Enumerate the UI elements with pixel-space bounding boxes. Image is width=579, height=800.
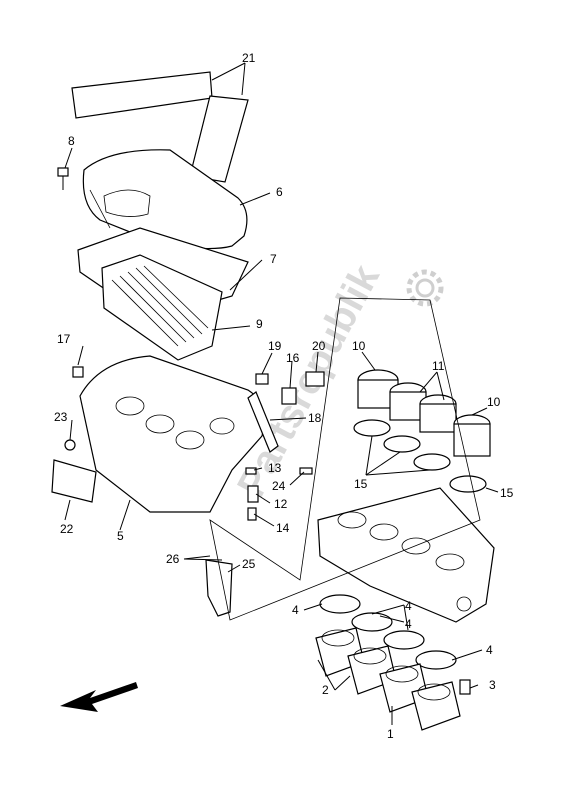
callout-5: 5: [117, 529, 124, 543]
callout-labels: 21 8 6 7 9 17 19 20 10 16 11 10 23 18 13…: [54, 51, 514, 741]
callout-10-left: 10: [352, 339, 366, 353]
callout-10-right: 10: [487, 395, 501, 409]
callout-4-b: 4: [405, 599, 412, 613]
callout-3: 3: [489, 678, 496, 692]
callout-26: 26: [166, 552, 180, 566]
callout-4-a: 4: [292, 603, 299, 617]
plug-14: [247, 507, 257, 521]
callout-13: 13: [268, 461, 282, 475]
sensor-20: [305, 371, 325, 387]
callout-18: 18: [308, 411, 322, 425]
airbox-case: [79, 355, 265, 513]
hose-18: [247, 391, 279, 453]
bracket-25: [205, 559, 233, 617]
callout-17: 17: [57, 332, 71, 346]
callout-23: 23: [54, 410, 68, 424]
callout-1: 1: [387, 727, 394, 741]
funnel-clamps: [353, 419, 487, 493]
plate-22: [51, 459, 97, 503]
clip-23: [64, 439, 76, 451]
callout-11: 11: [432, 359, 445, 373]
clip-13: [245, 467, 257, 475]
callout-4-d: 4: [486, 643, 493, 657]
bolt-8: [57, 167, 69, 190]
gear-icon: [406, 269, 444, 307]
screw-3: [459, 679, 471, 695]
callout-22: 22: [60, 522, 74, 536]
clip-24: [299, 467, 313, 475]
callout-19: 19: [268, 339, 282, 353]
callout-4-c: 4: [405, 617, 412, 631]
callout-20: 20: [312, 339, 326, 353]
callout-24: 24: [272, 479, 286, 493]
clamp-19: [255, 373, 269, 385]
callout-2: 2: [322, 683, 329, 697]
pipe-12: [247, 485, 259, 503]
callout-14: 14: [276, 521, 290, 535]
callout-25: 25: [242, 557, 256, 571]
callout-15-right: 15: [500, 486, 514, 500]
callout-21: 21: [242, 51, 256, 65]
intake-joints: [315, 627, 461, 731]
callout-16: 16: [286, 351, 300, 365]
airbox-cover: [82, 149, 248, 250]
assembly-frame: [209, 297, 481, 621]
intake-duct: [71, 71, 249, 183]
callout-12: 12: [274, 497, 288, 511]
joint-16: [281, 387, 297, 405]
joint-rings: [319, 594, 457, 670]
throttle-body: [317, 487, 495, 623]
callout-8: 8: [68, 134, 75, 148]
callout-9: 9: [256, 317, 263, 331]
callout-7: 7: [270, 252, 277, 266]
air-filter-element: [101, 254, 223, 361]
nut-17: [72, 366, 84, 378]
funnels: [357, 369, 491, 457]
direction-arrow-icon: [60, 682, 138, 712]
callout-6: 6: [276, 185, 283, 199]
leader-lines: [64, 62, 499, 725]
callout-15-left: 15: [354, 477, 368, 491]
